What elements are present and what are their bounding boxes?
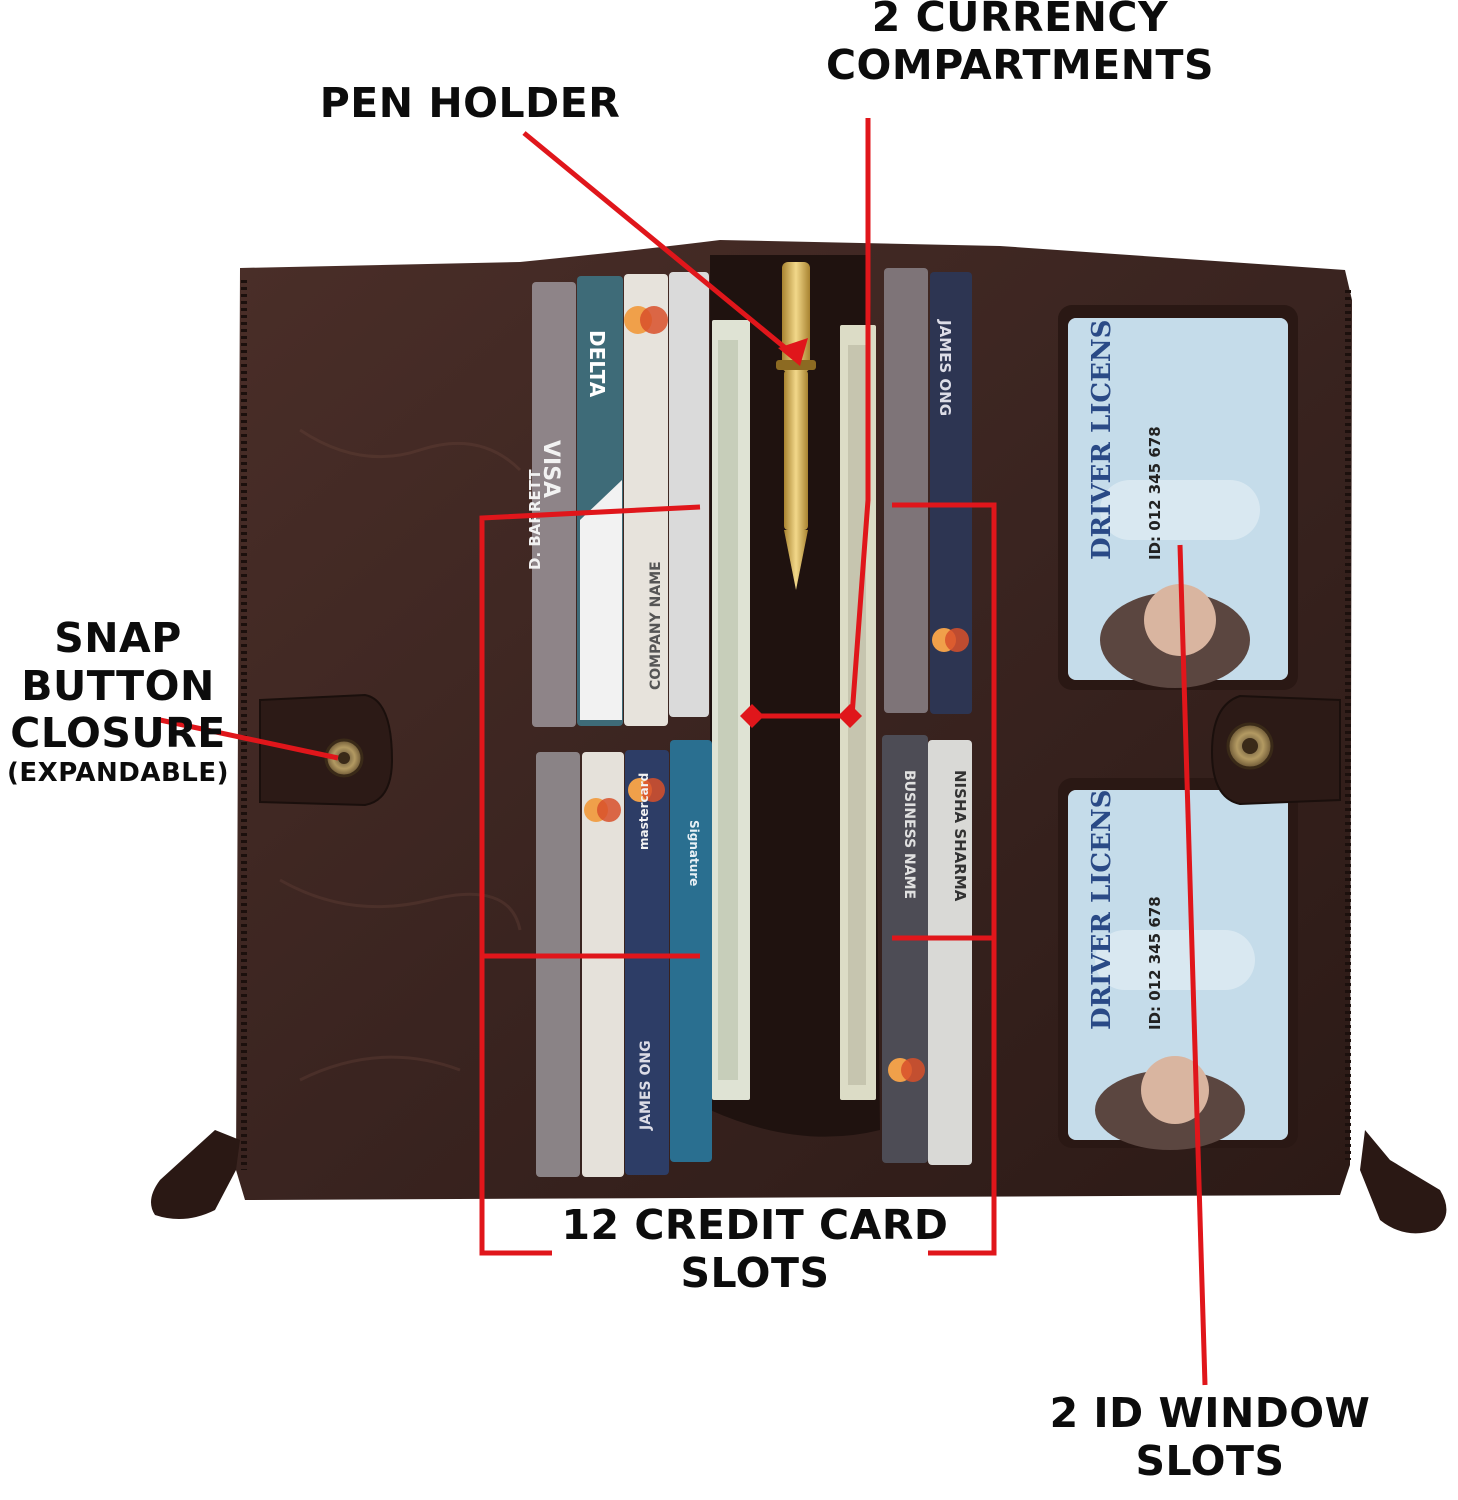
label-currency-line1: 2 CURRENCY bbox=[871, 0, 1169, 41]
label-snap-line2: BUTTON bbox=[21, 661, 215, 710]
currency-compartment bbox=[710, 255, 880, 1137]
id-top-driver-license: DRIVER LICENS bbox=[1087, 320, 1117, 560]
label-credit-card-slots: 12 CREDIT CARD SLOTS bbox=[540, 1201, 970, 1297]
id-bottom-number: ID: 012 345 678 bbox=[1146, 896, 1164, 1030]
snap-pointer bbox=[159, 717, 339, 761]
left-card-slots-top bbox=[532, 272, 709, 727]
card-text-visa: VISA bbox=[538, 440, 563, 498]
label-snap-line3: CLOSURE bbox=[10, 709, 226, 758]
annotation-lines bbox=[159, 118, 1208, 1386]
label-id-window-slots: 2 ID WINDOW SLOTS bbox=[1030, 1389, 1390, 1485]
label-snap-line1: SNAP bbox=[54, 614, 182, 662]
snap-button-left bbox=[259, 693, 394, 807]
card-text-d-barrett: D. BARRETT bbox=[526, 469, 544, 570]
label-credit-line1: 12 CREDIT CARD bbox=[561, 1201, 949, 1249]
card-text-james-ong-bottom: JAMES ONG bbox=[638, 1040, 654, 1131]
right-card-slots-top bbox=[884, 268, 972, 714]
currency-marker-left bbox=[740, 704, 764, 728]
label-currency-line2: COMPARTMENTS bbox=[825, 40, 1215, 89]
label-snap-button-closure: SNAP BUTTON CLOSURE (EXPANDABLE) bbox=[0, 614, 236, 788]
card-text-mastercard: mastercard bbox=[637, 773, 651, 850]
card-text-signature: Signature bbox=[687, 820, 701, 886]
card-text-james-ong: JAMES ONG bbox=[936, 319, 954, 416]
label-id-line1: 2 ID WINDOW bbox=[1049, 1389, 1371, 1437]
banknotes bbox=[712, 320, 876, 1100]
label-pen-holder: PEN HOLDER bbox=[300, 79, 640, 128]
annotation-markers bbox=[740, 338, 862, 728]
card-text-delta: DELTA bbox=[585, 330, 609, 398]
label-snap-line4: (EXPANDABLE) bbox=[7, 757, 229, 788]
credit-bracket-left bbox=[479, 504, 701, 1256]
snap-button-right bbox=[1210, 694, 1341, 806]
label-currency-compartments: 2 CURRENCY COMPARTMENTS bbox=[800, 0, 1240, 89]
currency-pointer bbox=[748, 118, 871, 719]
left-card-slots-bottom bbox=[536, 740, 712, 1177]
id-window-bottom: DRIVER LICENS ID: 012 345 678 bbox=[1058, 778, 1298, 1150]
label-credit-line2: SLOTS bbox=[680, 1248, 830, 1297]
pen-holder-pointer bbox=[522, 131, 802, 362]
label-id-line2: SLOTS bbox=[1135, 1436, 1285, 1485]
id-window-pointer bbox=[1177, 544, 1208, 1386]
id-window-top: DRIVER LICENS ID: 012 345 678 bbox=[1058, 305, 1298, 690]
credit-bracket-right bbox=[892, 502, 997, 1256]
card-text-nisha-sharma: NISHA SHARMA bbox=[951, 770, 969, 902]
pen-holder-arrowhead bbox=[778, 338, 808, 366]
id-top-number: ID: 012 345 678 bbox=[1146, 426, 1164, 560]
right-card-slots-bottom bbox=[882, 735, 972, 1165]
label-pen-holder-text: PEN HOLDER bbox=[319, 79, 621, 127]
id-bottom-driver-license: DRIVER LICENS bbox=[1087, 790, 1117, 1030]
card-text-business-name: BUSINESS NAME bbox=[901, 770, 917, 899]
card-text-company-name: COMPANY NAME bbox=[648, 561, 664, 690]
currency-marker-right bbox=[838, 704, 862, 728]
